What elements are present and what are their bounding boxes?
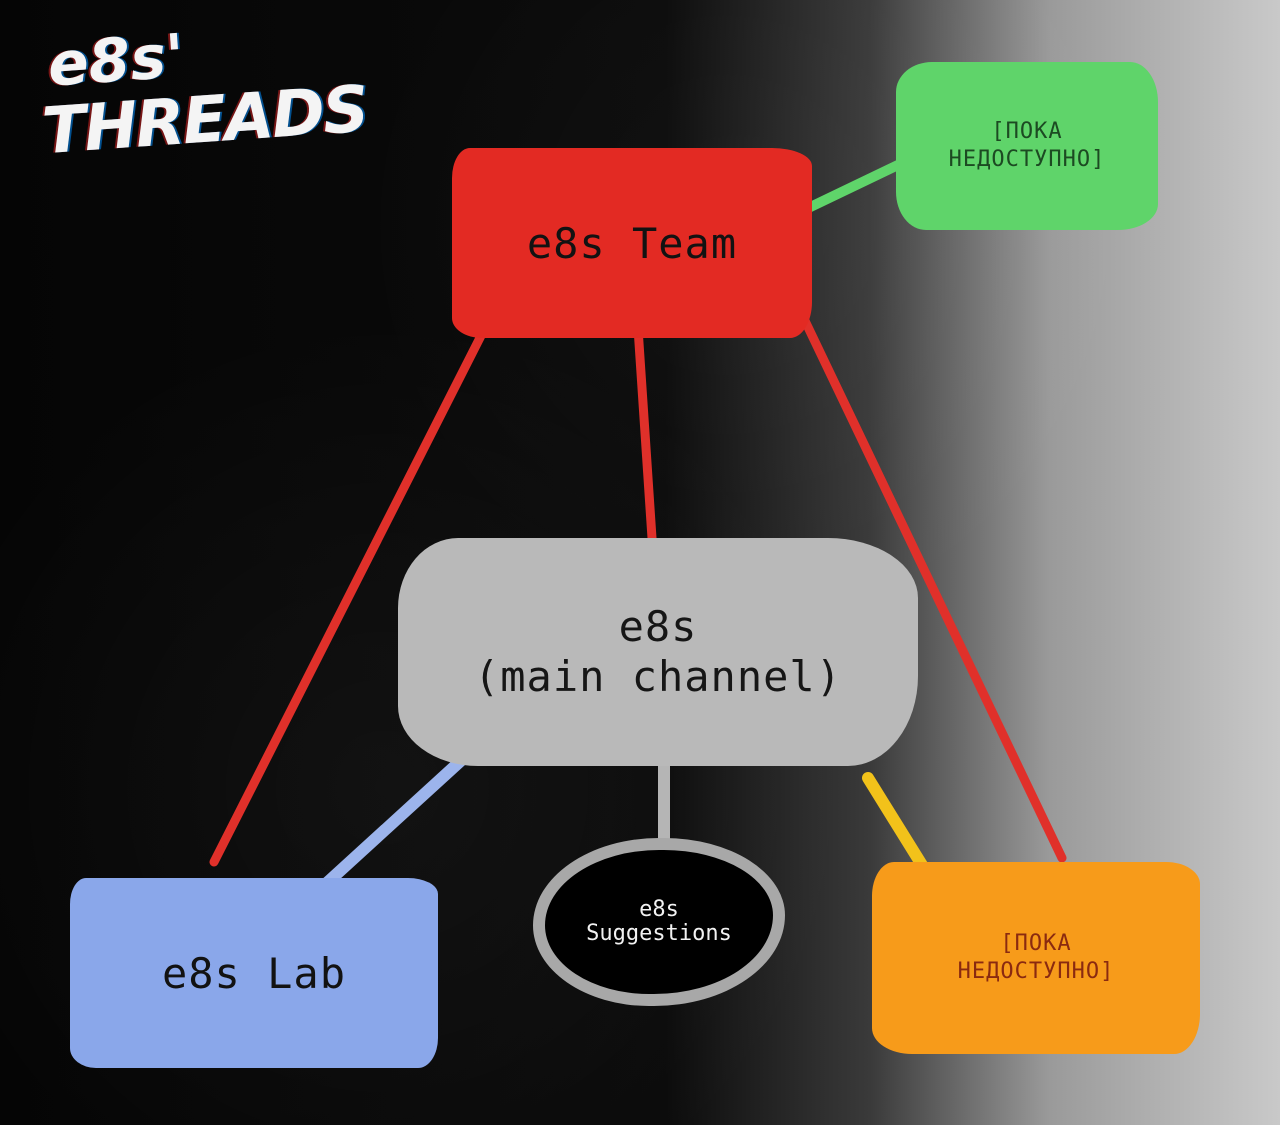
node-e8s-team-label: e8s Team <box>526 218 738 268</box>
node-unavailable-bottom-line-1: [ПОКА <box>1000 931 1072 956</box>
node-e8s-team: e8s Team <box>452 148 812 338</box>
node-unavailable-top-line-1: [ПОКА <box>991 119 1063 144</box>
node-unavailable-top: [ПОКА НЕДОСТУПНО] <box>896 62 1158 230</box>
diagram-title: e8s' THREADS <box>36 13 369 169</box>
node-e8s-lab: e8s Lab <box>70 878 438 1068</box>
connector-team-to-orange <box>791 297 1067 863</box>
node-unavailable-bottom-line-2: НЕДОСТУПНО] <box>957 959 1115 984</box>
node-e8s-suggestions-line-1: e8s <box>639 897 679 922</box>
node-main-channel: e8s (main channel) <box>398 538 918 766</box>
node-unavailable-top-line-2: НЕДОСТУПНО] <box>948 147 1106 172</box>
node-main-channel-line-1: e8s <box>618 602 698 651</box>
node-main-channel-line-2: (main channel) <box>473 652 842 701</box>
node-unavailable-bottom: [ПОКА НЕДОСТУПНО] <box>872 862 1200 1054</box>
connector-team-to-green <box>795 159 905 217</box>
node-e8s-suggestions-line-2: Suggestions <box>586 921 732 946</box>
connector-team-to-main <box>633 323 657 543</box>
connector-team-to-lab <box>209 313 495 867</box>
connector-main-to-lab <box>300 750 472 908</box>
node-e8s-lab-label: e8s Lab <box>161 948 346 998</box>
